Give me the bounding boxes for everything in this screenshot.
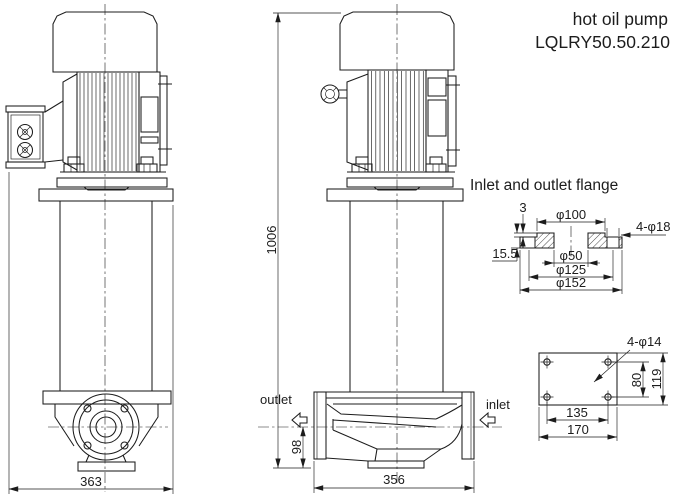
fan-cover-front	[52, 11, 158, 73]
fan-cover-side	[339, 11, 455, 71]
lower-plate-front	[42, 390, 172, 405]
dim-label-135: 135	[566, 405, 588, 420]
dim-hole-spacing-vertical: 80	[612, 361, 649, 398]
motor-fins-front	[79, 73, 137, 171]
top-plate-front	[38, 188, 174, 202]
pump-casing-side	[313, 391, 475, 469]
front-view: 363	[5, 4, 174, 494]
column-front	[59, 201, 153, 391]
flange-section-hatch	[587, 232, 608, 249]
dim-bore-diameter: φ50	[542, 248, 600, 267]
base-plate-detail: 4-φ14 80 119 135 170	[538, 334, 668, 441]
pump-casing-front	[54, 393, 159, 472]
top-plate-side	[326, 188, 464, 202]
motor-left-panel-side	[346, 73, 369, 171]
dim-hole-spacing-horizontal: 135	[546, 402, 609, 424]
dim-raised-face-height: 3	[514, 200, 537, 247]
dim-label-170: 170	[567, 422, 589, 437]
dim-label-356: 356	[383, 472, 405, 487]
flange-section-hatch	[534, 232, 555, 249]
dim-flange-thickness: 15.5	[492, 223, 520, 262]
dim-outer-diameter: φ152	[519, 250, 623, 294]
motor-left-panel	[62, 73, 78, 171]
dim-label-4-d18: 4-φ18	[636, 219, 670, 234]
cable-gland-bottom	[16, 141, 34, 159]
flange-section-detail: Inlet and outlet flange φ100 3 15.5	[470, 177, 670, 294]
suction-flange-face	[72, 393, 140, 461]
dim-label-d125: φ125	[556, 262, 586, 277]
flange-bolt-hole	[120, 404, 129, 413]
inlet-flange	[461, 391, 475, 460]
dim-overall-height: 1006	[264, 12, 341, 469]
dim-label-1006: 1006	[264, 226, 279, 255]
front-centerlines	[48, 4, 168, 492]
motor-window-side-b	[427, 99, 447, 137]
flange-detail-heading: Inlet and outlet flange	[470, 177, 618, 194]
dim-label-d100: φ100	[556, 207, 586, 222]
dim-label-d50: φ50	[560, 248, 583, 263]
dim-flange-bolt-holes: 4-φ18	[606, 219, 670, 238]
cable-gland-top	[16, 123, 34, 141]
casing-bottom-pad	[367, 460, 425, 469]
dim-label-d152: φ152	[556, 275, 586, 290]
motor-right-strip	[159, 75, 168, 166]
title-block: hot oil pump LQLRY50.50.210	[535, 9, 670, 52]
motor-base-side	[346, 156, 455, 191]
dim-label-119: 119	[649, 369, 664, 390]
dim-label-363: 363	[80, 474, 102, 489]
motor-window-side-a	[427, 77, 447, 97]
dim-raised-face-diameter: φ100	[536, 207, 606, 231]
motor-fins-side	[371, 71, 424, 171]
dim-label-4-d14: 4-φ14	[627, 334, 661, 349]
dim-base-bolt-holes: 4-φ14	[593, 334, 661, 383]
dim-label-3: 3	[519, 200, 526, 215]
flange-bolt-hole	[83, 404, 92, 413]
inlet-flow-arrow	[479, 411, 496, 429]
motor-right-ticks	[158, 83, 172, 150]
motor-right-strip-side	[447, 75, 457, 167]
eye-bolt	[320, 84, 347, 104]
dim-plate-width: 170	[538, 407, 618, 441]
dim-label-80: 80	[629, 373, 644, 387]
dim-label-15-5: 15.5	[492, 246, 517, 261]
dim-label-98: 98	[289, 440, 304, 454]
flange-bolt-hole	[120, 441, 129, 450]
side-view: 1006 98 356 outlet inlet	[258, 4, 510, 493]
column-side	[349, 201, 444, 392]
outlet-flange	[313, 391, 327, 460]
dim-bolt-circle-diameter: φ125	[528, 250, 614, 281]
title-model: LQLRY50.50.210	[535, 32, 670, 52]
dim-overall-width-front: 363	[8, 172, 174, 494]
support-foot	[77, 461, 136, 472]
motor-right-ticks-side	[446, 84, 460, 151]
base-plate-outline	[538, 352, 618, 406]
dim-outlet-height: 98	[289, 426, 306, 468]
flange-bolt-hole	[83, 441, 92, 450]
outlet-label: outlet	[260, 392, 292, 407]
motor-window-b	[140, 136, 159, 144]
dim-casing-width: 356	[313, 461, 475, 493]
inlet-label: inlet	[486, 397, 510, 412]
motor-window-a	[140, 96, 159, 133]
base-plate-holes	[540, 355, 615, 404]
title-product: hot oil pump	[573, 9, 668, 29]
junction-box	[5, 100, 64, 169]
dim-plate-height: 119	[617, 352, 668, 406]
outlet-flow-arrow	[291, 411, 308, 429]
